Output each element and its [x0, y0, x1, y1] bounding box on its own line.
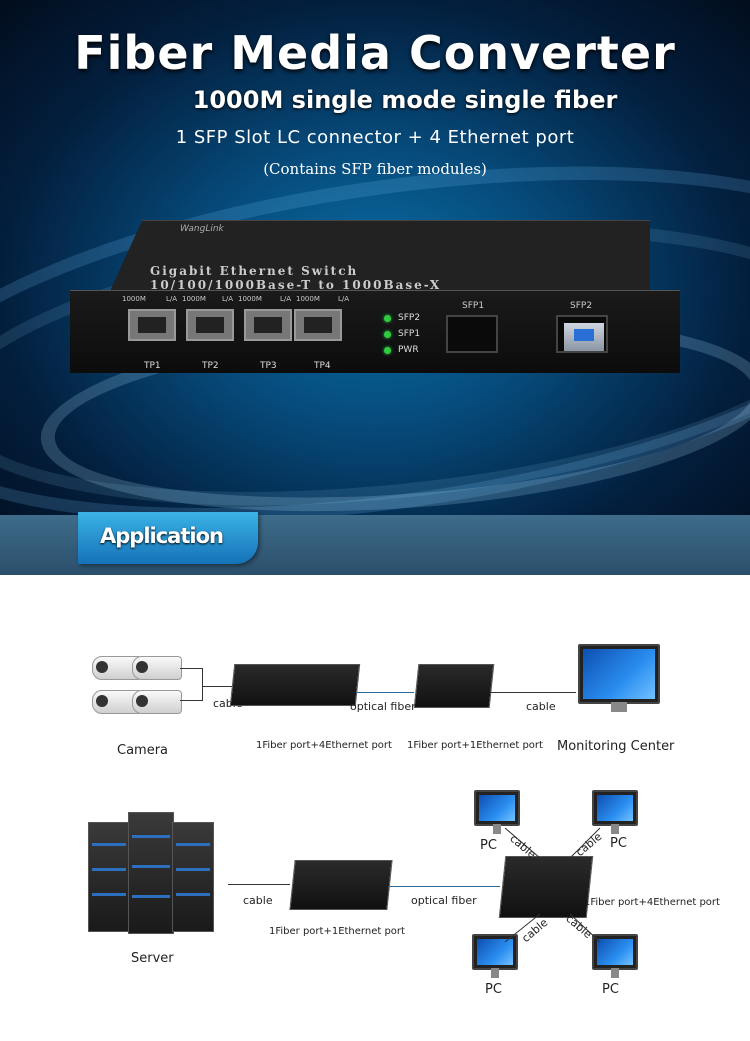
sfp2-slot [556, 315, 608, 353]
port-label: L/A [280, 295, 292, 303]
fiber-line [356, 692, 414, 693]
ethernet-port-tp3 [244, 309, 292, 341]
ethernet-port-tp1 [128, 309, 176, 341]
cable-line [202, 668, 203, 701]
cable-line [180, 668, 202, 669]
server-icon [172, 822, 214, 932]
ethernet-port-tp4 [294, 309, 342, 341]
pc-icon [592, 790, 638, 834]
port-label: 1000M [122, 295, 146, 303]
sfp-module [564, 323, 604, 351]
port-name-tp1: TP1 [144, 361, 161, 371]
port-label: L/A [338, 295, 350, 303]
port-name-tp2: TP2 [202, 361, 219, 371]
hero-note: (Contains SFP fiber modules) [263, 160, 487, 178]
led-label: SFP1 [398, 329, 421, 339]
ethernet-port-tp2 [186, 309, 234, 341]
device-top-panel [110, 220, 650, 291]
pc-label: PC [602, 982, 619, 997]
section-title: Application [100, 524, 224, 548]
pc-icon [474, 790, 520, 834]
hero-banner: Fiber Media Converter 1000M single mode … [0, 0, 750, 520]
device-front-panel: 1000M L/A 1000M L/A 1000M L/A 1000M L/A … [70, 290, 680, 373]
monitoring-center-label: Monitoring Center [557, 739, 675, 754]
camera-icon [132, 690, 182, 714]
pc-label: PC [485, 982, 502, 997]
device-model-line1: Gigabit Ethernet Switch [150, 264, 359, 278]
device-brand-logo: WangLink [180, 224, 224, 234]
pc-icon [592, 934, 638, 978]
media-converter-device: WangLink Gigabit Ethernet Switch 10/100/… [70, 220, 680, 385]
device-caption: 1Fiber port+4Ethernet port [256, 740, 392, 751]
cable-label: cable [526, 700, 556, 713]
cable-line [202, 686, 232, 687]
pc-label: PC [610, 836, 627, 851]
hero-title: Fiber Media Converter [74, 26, 676, 80]
sfp-slot-label: SFP2 [570, 301, 593, 311]
led-sfp2-indicator [384, 315, 391, 322]
camera-label: Camera [117, 743, 169, 758]
server-icon [88, 822, 130, 932]
fiber-label: optical fiber [411, 894, 477, 907]
port-name-tp3: TP3 [260, 361, 277, 371]
cable-line [228, 884, 290, 885]
cable-label: cable [243, 894, 273, 907]
port-name-tp4: TP4 [314, 361, 331, 371]
pc-icon [472, 934, 518, 978]
hero-spec: 1 SFP Slot LC connector + 4 Ethernet por… [175, 127, 575, 148]
server-icon [128, 812, 174, 934]
monitor-icon [578, 644, 660, 712]
led-label: PWR [398, 345, 419, 355]
led-sfp1-indicator [384, 331, 391, 338]
device-caption: 1Fiber port+1Ethernet port [407, 740, 543, 751]
port-label: 1000M [238, 295, 262, 303]
pc-label: PC [480, 838, 497, 853]
port-label: L/A [166, 295, 178, 303]
device-model-label: Gigabit Ethernet Switch 10/100/1000Base-… [150, 264, 441, 292]
application-tab [78, 512, 258, 564]
cable-line [490, 692, 576, 693]
cable-line [180, 700, 202, 701]
hero-subtitle: 1000M single mode single fiber [192, 86, 618, 114]
sfp1-slot [446, 315, 498, 353]
device-caption: 1Fiber port+4Ethernet port [584, 897, 720, 908]
sfp-slot-label: SFP1 [462, 301, 485, 311]
fiber-label: optical fiber [350, 700, 416, 713]
port-label: 1000M [296, 295, 320, 303]
device-caption: 1Fiber port+1Ethernet port [269, 926, 405, 937]
port-label: 1000M [182, 295, 206, 303]
led-label: SFP2 [398, 313, 421, 323]
fiber-line [390, 886, 500, 887]
device-model-line2: 10/100/1000Base-T to 1000Base-X [150, 278, 442, 292]
server-label: Server [131, 951, 174, 966]
port-label: L/A [222, 295, 234, 303]
led-pwr-indicator [384, 347, 391, 354]
